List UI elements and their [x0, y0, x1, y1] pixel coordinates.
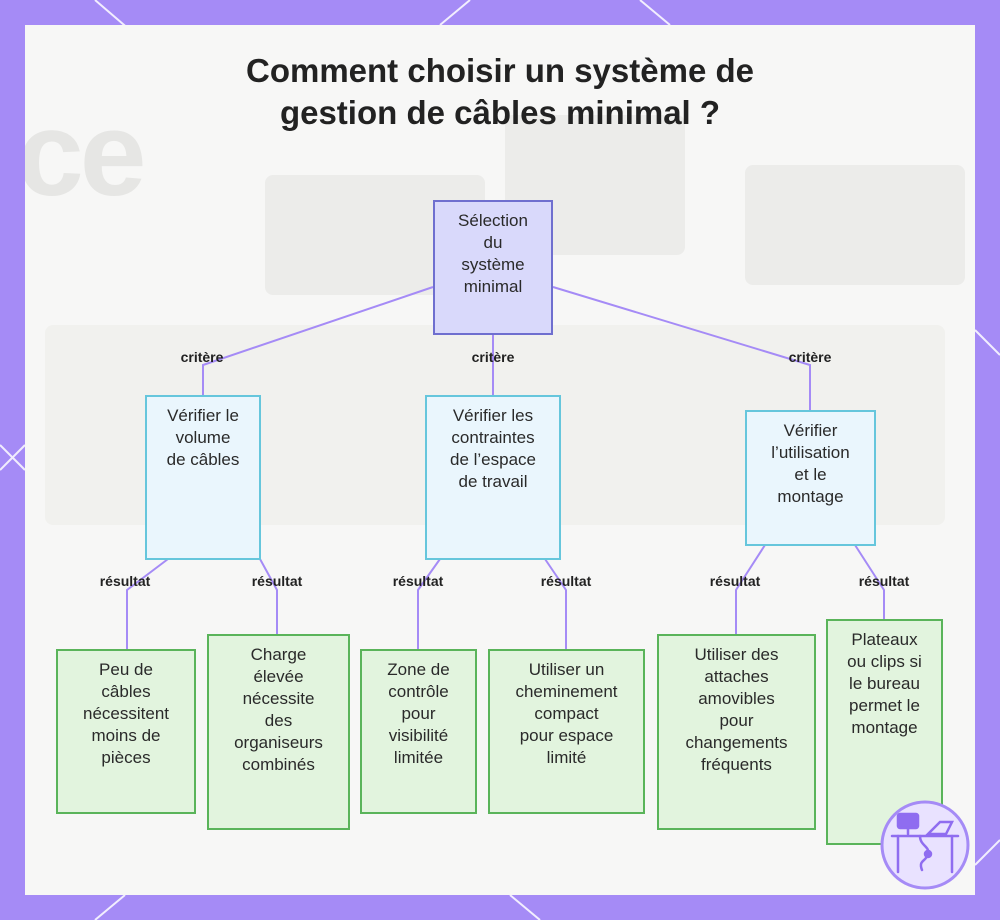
edge-label-result: résultat: [710, 573, 761, 589]
result-line: Zone de: [387, 659, 449, 681]
result-line: des: [234, 710, 323, 732]
desk-cable-icon: [880, 800, 970, 890]
result-line: Utiliser un: [515, 659, 617, 681]
result-line: amovibles: [685, 688, 787, 710]
edge-criterion-3-result-5: [736, 545, 765, 635]
result-line: pièces: [83, 747, 169, 769]
result-line: pour: [387, 703, 449, 725]
result-line: le bureau: [847, 673, 922, 695]
criterion-node-workspace: Vérifier les contraintes de l’espace de …: [425, 395, 561, 560]
criterion-line: Vérifier: [771, 420, 849, 442]
root-node-line: Sélection: [458, 210, 528, 232]
result-line: moins de: [83, 725, 169, 747]
result-line: attaches: [685, 666, 787, 688]
result-line: élevée: [234, 666, 323, 688]
result-line: limité: [515, 747, 617, 769]
result-line: Plateaux: [847, 629, 922, 651]
result-line: combinés: [234, 754, 323, 776]
result-line: permet le: [847, 695, 922, 717]
edge-label-criterion: critère: [789, 349, 832, 365]
result-line: organiseurs: [234, 732, 323, 754]
edge-root-criterion-1: [203, 287, 433, 396]
result-line: nécessitent: [83, 703, 169, 725]
criterion-node-volume: Vérifier le volume de câbles: [145, 395, 261, 560]
criterion-line: contraintes: [450, 427, 536, 449]
criterion-line: de l’espace: [450, 449, 536, 471]
result-line: Utiliser des: [685, 644, 787, 666]
result-line: Peu de: [83, 659, 169, 681]
criterion-line: et le: [771, 464, 849, 486]
criterion-node-usage: Vérifier l’utilisation et le montage: [745, 410, 876, 546]
root-node-line: minimal: [458, 276, 528, 298]
edge-root-criterion-3: [553, 287, 810, 411]
result-line: visibilité: [387, 725, 449, 747]
result-line: pour: [685, 710, 787, 732]
criterion-line: de câbles: [167, 449, 240, 471]
edge-label-result: résultat: [252, 573, 303, 589]
criterion-line: de travail: [450, 471, 536, 493]
edge-label-result: résultat: [100, 573, 151, 589]
edge-criterion-1-result-2: [260, 559, 277, 635]
result-node-2: Charge élevée nécessite des organiseurs …: [207, 634, 350, 830]
criterion-line: volume: [167, 427, 240, 449]
result-node-5: Utiliser des attaches amovibles pour cha…: [657, 634, 816, 830]
result-line: contrôle: [387, 681, 449, 703]
edge-label-criterion: critère: [472, 349, 515, 365]
criterion-line: Vérifier le: [167, 405, 240, 427]
root-node: Sélection du système minimal: [433, 200, 553, 335]
edge-label-result: résultat: [393, 573, 444, 589]
root-node-line: système: [458, 254, 528, 276]
result-line: nécessite: [234, 688, 323, 710]
result-line: compact: [515, 703, 617, 725]
edge-label-criterion: critère: [181, 349, 224, 365]
result-line: fréquents: [685, 754, 787, 776]
criterion-line: l’utilisation: [771, 442, 849, 464]
criterion-line: Vérifier les: [450, 405, 536, 427]
result-line: montage: [847, 717, 922, 739]
result-line: limitée: [387, 747, 449, 769]
edge-label-result: résultat: [859, 573, 910, 589]
edge-label-result: résultat: [541, 573, 592, 589]
result-node-4: Utiliser un cheminement compact pour esp…: [488, 649, 645, 814]
criterion-line: montage: [771, 486, 849, 508]
result-line: câbles: [83, 681, 169, 703]
root-node-line: du: [458, 232, 528, 254]
result-line: changements: [685, 732, 787, 754]
result-line: pour espace: [515, 725, 617, 747]
result-node-1: Peu de câbles nécessitent moins de pièce…: [56, 649, 196, 814]
result-node-3: Zone de contrôle pour visibilité limitée: [360, 649, 477, 814]
result-line: cheminement: [515, 681, 617, 703]
result-line: ou clips si: [847, 651, 922, 673]
result-line: Charge: [234, 644, 323, 666]
